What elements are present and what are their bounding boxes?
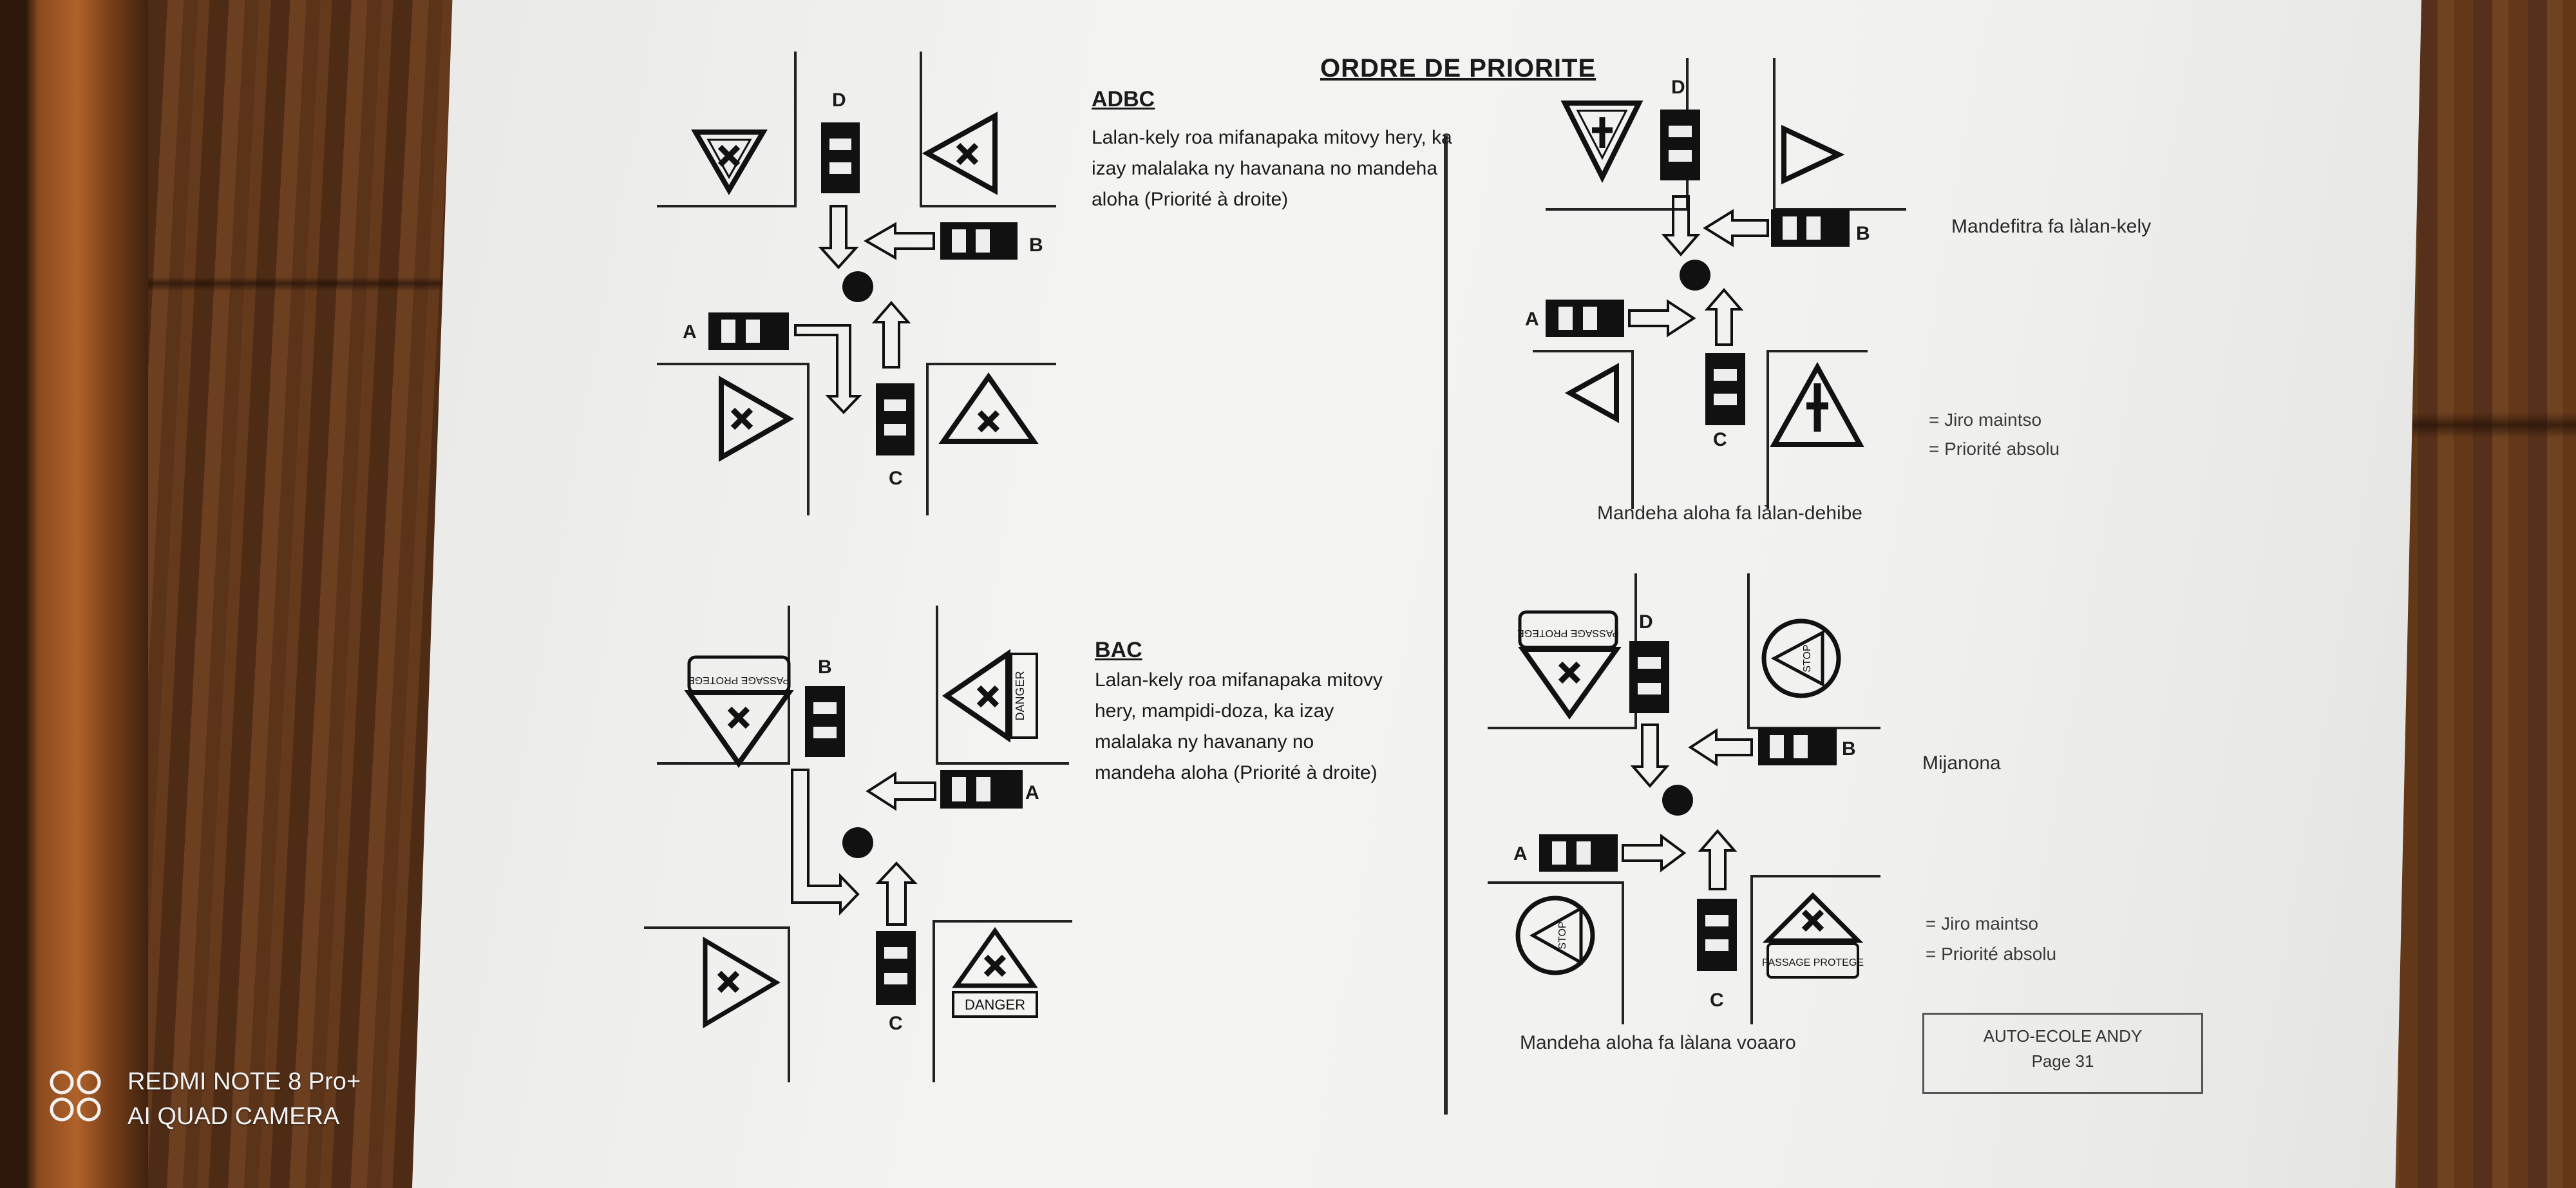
diagram-adbc: D B A C xyxy=(657,52,1056,528)
yield-sign-icon: PASSAGE PROTEGE xyxy=(684,655,794,768)
car-label: C xyxy=(889,468,903,489)
warning-sign-icon xyxy=(703,936,781,1029)
car-label: B xyxy=(1029,235,1043,256)
warning-sign-icon xyxy=(922,111,998,195)
danger-sign-icon: DANGER xyxy=(952,926,1038,1018)
car-label: C xyxy=(1713,429,1727,450)
car-label: A xyxy=(683,321,697,343)
warning-sign-icon xyxy=(719,376,795,462)
stop-sign-icon: STOP xyxy=(1761,618,1841,698)
passage-protege-sign-icon: PASSAGE PROTEGE xyxy=(1762,892,1864,979)
footer-stamp: AUTO-ECOLE ANDY Page 31 xyxy=(1922,1013,2203,1094)
yield-sign-icon: PASSAGE PROTEGE xyxy=(1517,610,1622,720)
car-label: C xyxy=(889,1013,903,1034)
column-divider xyxy=(1444,135,1448,1115)
diagram-description: Lalan-kely roa mifanapaka mitovy hery, m… xyxy=(1095,669,1383,783)
stop-sign-icon: STOP xyxy=(1515,896,1595,975)
diagram-description: Lalan-kely roa mifanapaka mitovy hery, k… xyxy=(1092,127,1452,210)
warning-sign-icon xyxy=(1564,363,1619,423)
svg-text:DANGER: DANGER xyxy=(965,997,1025,1013)
table-edge xyxy=(0,0,148,1188)
warning-sign-icon xyxy=(1781,124,1845,185)
legend-note: = Jiro maintso xyxy=(1929,410,2042,430)
danger-sign-icon: DANGER xyxy=(942,649,1038,743)
diagram-protected-road: PASSAGE PROTEGE STOP STOP PASSAGE PROTEG… xyxy=(1488,573,1900,1037)
svg-text:PASSAGE PROTEGE: PASSAGE PROTEGE xyxy=(1762,957,1864,968)
car-label: A xyxy=(1513,843,1528,865)
car-label: A xyxy=(1025,782,1039,803)
car-label: B xyxy=(1842,738,1856,760)
page-title: ORDRE DE PRIORITE xyxy=(1320,54,1596,82)
side-caption: Mijanona xyxy=(1922,752,2001,774)
side-caption: Mandefitra fa làlan-kely xyxy=(1951,216,2152,237)
car-label: B xyxy=(818,656,832,678)
warning-sign-icon xyxy=(938,372,1039,444)
camera-feature: AI QUAD CAMERA xyxy=(128,1103,340,1130)
priority-road-sign-icon xyxy=(1560,101,1643,183)
school-name: AUTO-ECOLE ANDY xyxy=(1983,1026,2143,1046)
paper-sheet xyxy=(412,0,2421,1188)
car-label: D xyxy=(1671,77,1685,98)
page-number: Page 31 xyxy=(2031,1051,2094,1071)
car-label: B xyxy=(1856,223,1870,244)
camera-lens-icon xyxy=(50,1070,101,1122)
legend-note: = Priorité absolu xyxy=(1926,944,2057,964)
svg-text:STOP: STOP xyxy=(1557,921,1568,949)
svg-text:DANGER: DANGER xyxy=(1014,671,1027,720)
diagram-bac: PASSAGE PROTEGE DANGER DANGER B A C xyxy=(644,606,1082,1095)
bottom-caption: Mandeha aloha fa làlan-dehibe xyxy=(1597,503,1862,524)
camera-watermark: REDMI NOTE 8 Pro+ AI QUAD CAMERA xyxy=(48,1064,361,1134)
svg-text:PASSAGE PROTEGE: PASSAGE PROTEGE xyxy=(1517,628,1619,638)
car-label: D xyxy=(832,90,846,111)
car-label: A xyxy=(1525,309,1539,330)
yield-sign-icon xyxy=(691,129,768,195)
svg-text:PASSAGE PROTEGE: PASSAGE PROTEGE xyxy=(688,675,790,685)
bottom-caption: Mandeha aloha fa làlana voaaro xyxy=(1520,1032,1796,1053)
priority-road-sign-icon xyxy=(1770,361,1864,447)
diagram-heading: BAC xyxy=(1095,638,1142,662)
diagram-heading: ADBC xyxy=(1092,87,1155,111)
svg-text:STOP: STOP xyxy=(1802,644,1813,672)
car-label: D xyxy=(1639,611,1653,633)
car-label: C xyxy=(1710,990,1724,1011)
camera-model: REDMI NOTE 8 Pro+ xyxy=(128,1068,361,1095)
legend-note: = Jiro maintso xyxy=(1926,914,2039,934)
legend-note: = Priorité absolu xyxy=(1929,439,2060,459)
diagram-main-road: D B A C xyxy=(1520,58,1932,522)
